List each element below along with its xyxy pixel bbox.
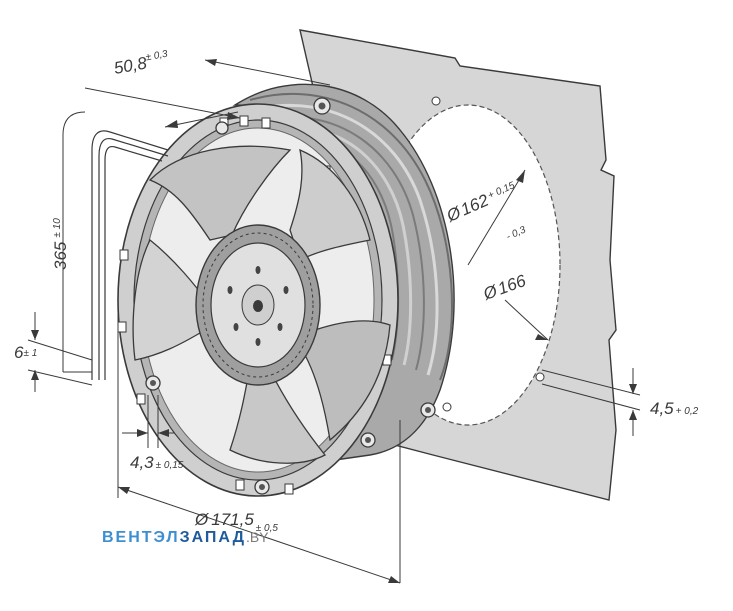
svg-text:4,3± 0,15: 4,3± 0,15 xyxy=(130,453,184,472)
dim-mount-hole-back: 4,5+ 0,2 xyxy=(650,399,699,418)
svg-text:6± 1: 6± 1 xyxy=(14,343,37,362)
plate-hole-top xyxy=(431,96,441,106)
front-mount-hole-top xyxy=(215,121,229,135)
dim-mount-hole-front: 4,3± 0,15 xyxy=(130,453,184,472)
watermark-part2: ЗАПАД xyxy=(179,529,246,546)
fan-hub xyxy=(195,224,321,386)
svg-text:365± 10: 365± 10 xyxy=(51,218,70,270)
dim-frame-depth: 50,8± 0,3 xyxy=(112,49,170,78)
dim-lead-spacing: 6± 1 xyxy=(14,343,37,362)
dimension-arrows xyxy=(31,59,637,583)
dimension-lines xyxy=(27,59,641,584)
svg-text:4,5+ 0,2: 4,5+ 0,2 xyxy=(650,399,699,418)
watermark: ВЕНТЭЛЗАПАД.BY xyxy=(102,529,269,547)
watermark-part3: .BY xyxy=(245,529,269,545)
plate-hole-bottom xyxy=(442,402,452,412)
watermark-part1: ВЕНТЭЛ xyxy=(102,529,180,546)
svg-text:50,8± 0,3: 50,8± 0,3 xyxy=(112,49,170,78)
lead-wires xyxy=(91,130,169,380)
plate-hole-right xyxy=(535,372,545,382)
dim-lead-length: 365± 10 xyxy=(51,218,70,270)
fan-blades xyxy=(132,145,391,464)
